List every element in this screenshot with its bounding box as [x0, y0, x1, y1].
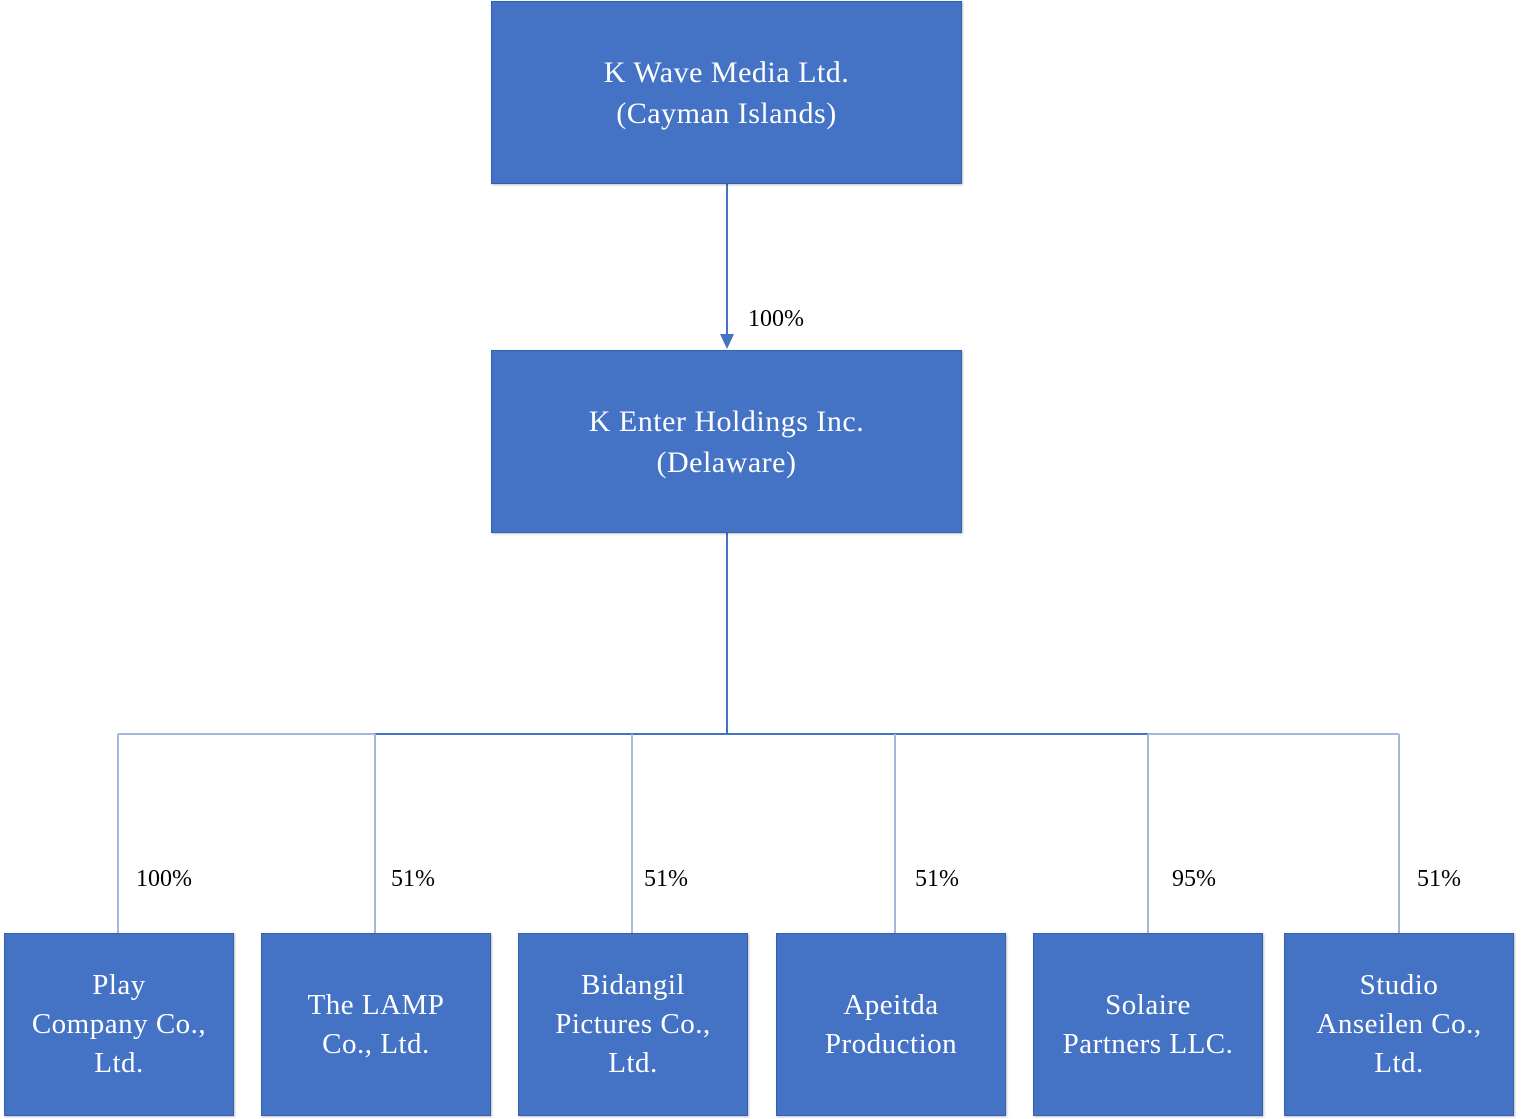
subsidiary-box-the-lamp: The LAMP Co., Ltd.	[261, 933, 491, 1116]
subsidiary-box-apeitda-production: Apeitda Production	[776, 933, 1006, 1116]
subsidiary-name: Solaire Partners LLC.	[1062, 988, 1234, 1060]
parent-company-box: K Wave Media Ltd. (Cayman Islands)	[491, 1, 962, 184]
subsidiary-ownership-percent: 51%	[391, 866, 435, 892]
subsidiary-box-play-company: Play Company Co., Ltd.	[4, 933, 234, 1116]
parent-company-name: K Wave Media Ltd. (Cayman Islands)	[603, 55, 850, 130]
holding-ownership-percent: 100%	[748, 306, 804, 332]
subsidiary-ownership-percent: 95%	[1172, 866, 1216, 892]
subsidiary-name: Bidangil Pictures Co., Ltd.	[555, 969, 711, 1079]
subsidiary-name: Apeitda Production	[824, 988, 958, 1060]
subsidiary-name: The LAMP Co., Ltd.	[307, 988, 445, 1060]
subsidiary-name: Play Company Co., Ltd.	[31, 969, 207, 1079]
holding-company-box: K Enter Holdings Inc. (Delaware)	[491, 350, 962, 533]
subsidiary-ownership-percent: 51%	[915, 866, 959, 892]
holding-company-name: K Enter Holdings Inc. (Delaware)	[588, 404, 865, 479]
subsidiary-ownership-percent: 51%	[1417, 866, 1461, 892]
subsidiary-name: Studio Anseilen Co., Ltd.	[1316, 969, 1482, 1079]
subsidiary-box-bidangil-pictures: Bidangil Pictures Co., Ltd.	[518, 933, 748, 1116]
subsidiary-ownership-percent: 51%	[644, 866, 688, 892]
subsidiary-box-studio-anseilen: Studio Anseilen Co., Ltd.	[1284, 933, 1514, 1116]
arrowhead-icon	[720, 334, 734, 349]
subsidiary-ownership-percent: 100%	[136, 866, 192, 892]
subsidiary-box-solaire-partners: Solaire Partners LLC.	[1033, 933, 1263, 1116]
